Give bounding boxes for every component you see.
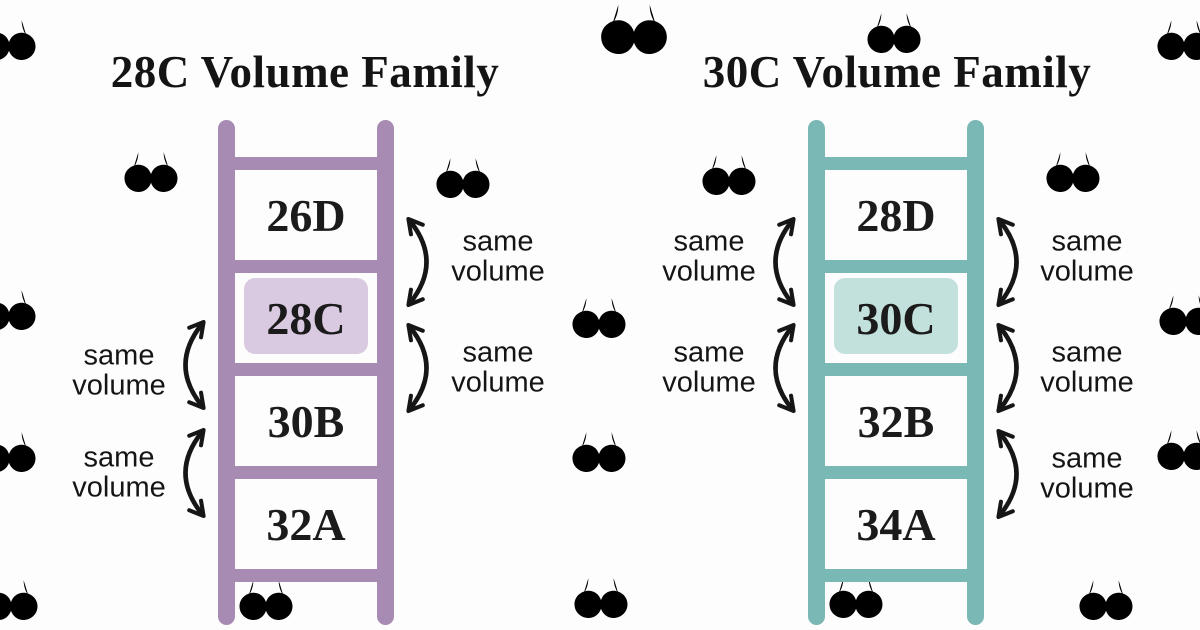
curved-double-arrow-icon bbox=[406, 323, 429, 413]
curved-double-arrow-icon bbox=[773, 323, 796, 413]
curved-double-arrow-icon bbox=[406, 217, 429, 307]
ladder-rung bbox=[220, 363, 392, 376]
bra-icon bbox=[574, 578, 628, 618]
same-volume-label: same volume bbox=[72, 339, 166, 402]
same-volume-label: same volume bbox=[451, 336, 545, 399]
size-cell-highlighted: 28C bbox=[235, 273, 377, 363]
same-volume-label: same volume bbox=[72, 441, 166, 504]
curved-double-arrow-icon bbox=[183, 428, 206, 518]
size-cell: 34A bbox=[825, 479, 967, 569]
ladder-rung bbox=[810, 466, 982, 479]
ladder-rung bbox=[810, 157, 982, 170]
diagram-title-28c: 28C Volume Family bbox=[110, 47, 500, 97]
diagram-title-30c: 30C Volume Family bbox=[702, 47, 1092, 97]
size-cell-highlighted: 30C bbox=[825, 273, 967, 363]
curved-double-arrow-icon bbox=[996, 323, 1019, 413]
bra-icon bbox=[0, 580, 38, 620]
curved-double-arrow-icon bbox=[996, 429, 1019, 519]
same-volume-label: same volume bbox=[451, 225, 545, 288]
ladder-rung bbox=[810, 569, 982, 582]
size-label: 32B bbox=[857, 395, 935, 447]
same-volume-label: same volume bbox=[1040, 336, 1134, 399]
bra-icon bbox=[572, 298, 626, 338]
size-cell: 26D bbox=[235, 170, 377, 260]
same-volume-label: same volume bbox=[1040, 225, 1134, 288]
curved-double-arrow-icon bbox=[183, 320, 206, 410]
size-label: 30B bbox=[267, 395, 345, 447]
bra-icon bbox=[1046, 152, 1100, 192]
ladder-30c-family: 28D 30C 32B 34A bbox=[808, 120, 984, 625]
bra-icon bbox=[1157, 430, 1200, 470]
ladder-rung bbox=[810, 260, 982, 273]
highlight-box bbox=[834, 278, 958, 354]
same-volume-label: same volume bbox=[1040, 442, 1134, 505]
ladder-rung bbox=[220, 260, 392, 273]
size-cell: 32B bbox=[825, 376, 967, 466]
size-label: 32A bbox=[266, 498, 346, 550]
bra-icon bbox=[1159, 295, 1200, 335]
ladder-rung bbox=[220, 157, 392, 170]
ladder-rung bbox=[220, 466, 392, 479]
same-volume-label: same volume bbox=[662, 225, 756, 288]
curved-double-arrow-icon bbox=[773, 217, 796, 307]
highlight-box bbox=[244, 278, 368, 354]
ladder-28c-family: 26D 28C 30B 32A bbox=[218, 120, 394, 625]
size-label: 30C bbox=[856, 292, 936, 344]
size-cell: 32A bbox=[235, 479, 377, 569]
bra-icon bbox=[124, 152, 178, 192]
size-cell: 30B bbox=[235, 376, 377, 466]
bra-icon bbox=[436, 158, 490, 198]
size-cell: 28D bbox=[825, 170, 967, 260]
ladder-rung bbox=[810, 363, 982, 376]
same-volume-label: same volume bbox=[662, 336, 756, 399]
bra-icon bbox=[0, 290, 36, 330]
size-label: 26D bbox=[266, 189, 346, 241]
size-label: 28D bbox=[856, 189, 936, 241]
bra-icon bbox=[572, 432, 626, 472]
curved-double-arrow-icon bbox=[996, 217, 1019, 307]
bra-icon bbox=[1079, 580, 1133, 620]
size-label: 34A bbox=[856, 498, 936, 550]
bra-icon bbox=[702, 155, 756, 195]
bra-icon bbox=[0, 432, 36, 472]
size-label: 28C bbox=[266, 292, 346, 344]
ladder-rung bbox=[220, 569, 392, 582]
